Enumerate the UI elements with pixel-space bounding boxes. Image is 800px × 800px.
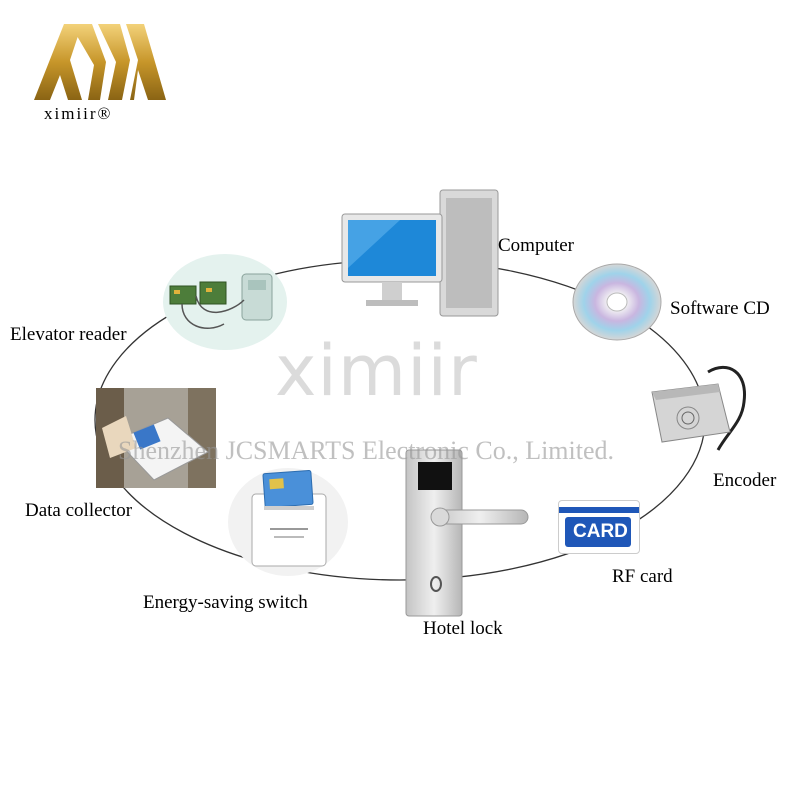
encoder-label: Encoder bbox=[713, 470, 777, 491]
rf-card-icon: CARD bbox=[558, 500, 640, 554]
rf-card-label: RF card bbox=[612, 566, 673, 587]
elevator-reader-label: Elevator reader bbox=[10, 324, 127, 345]
computer-label: Computer bbox=[498, 235, 574, 256]
ximiir-logo bbox=[34, 24, 166, 100]
elevator-reader-icon bbox=[163, 254, 287, 350]
hotel-lock-icon bbox=[405, 449, 529, 617]
brand-name: ximiir® bbox=[44, 104, 113, 123]
encoder-icon bbox=[651, 365, 746, 451]
energy-switch-label: Energy-saving switch bbox=[143, 592, 308, 613]
computer-icon bbox=[341, 189, 499, 317]
data-collector-icon bbox=[96, 388, 216, 488]
card-text: CARD bbox=[573, 521, 628, 542]
cd-icon bbox=[572, 263, 662, 341]
watermark-text: ximiir bbox=[275, 330, 478, 412]
energy-switch-icon bbox=[228, 468, 348, 576]
company-watermark: Shenzhen JCSMARTS Electronic Co., Limite… bbox=[118, 436, 615, 465]
software-cd-label: Software CD bbox=[670, 298, 770, 319]
hotel-lock-label: Hotel lock bbox=[423, 618, 503, 639]
data-collector-label: Data collector bbox=[25, 500, 133, 521]
